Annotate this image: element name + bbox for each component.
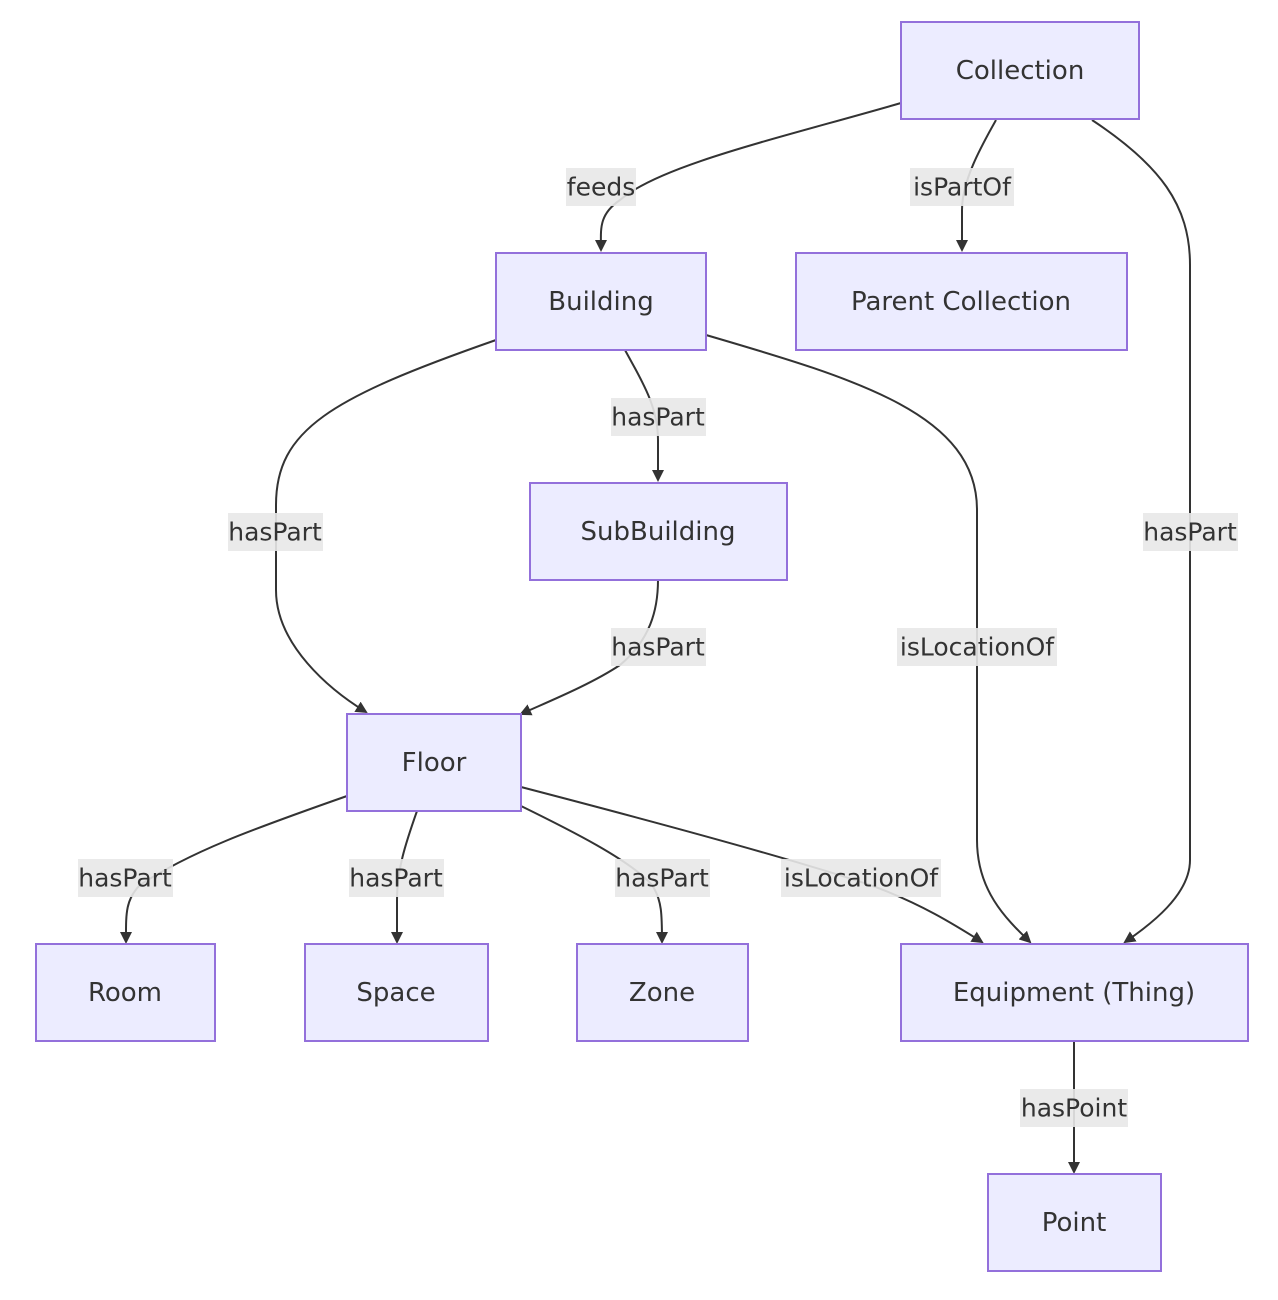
- svg-text:hasPoint: hasPoint: [1021, 1094, 1127, 1123]
- node-space[interactable]: Space: [304, 943, 489, 1042]
- node-room[interactable]: Room: [35, 943, 216, 1042]
- edge-label-building-islocationof: isLocationOf: [897, 628, 1057, 666]
- edge-collection-parent-collection: [956, 119, 997, 252]
- edge-label-collection-haspart: hasPart: [1143, 513, 1238, 551]
- node-collection[interactable]: Collection: [900, 21, 1140, 120]
- edge-collection-equipment: [1091, 119, 1191, 944]
- svg-text:Parent Collection: Parent Collection: [851, 287, 1071, 317]
- edge-labels: feeds isPartOf hasPart hasPart hasPart i…: [78, 168, 1238, 1127]
- edge-label-floor-zone-haspart: hasPart: [615, 859, 710, 897]
- svg-text:SubBuilding: SubBuilding: [581, 517, 736, 547]
- node-building[interactable]: Building: [495, 252, 707, 351]
- node-point[interactable]: Point: [987, 1173, 1162, 1272]
- svg-text:isLocationOf: isLocationOf: [784, 864, 939, 893]
- svg-text:Collection: Collection: [956, 56, 1085, 86]
- edge-label-subbuilding-floor-haspart: hasPart: [611, 628, 706, 666]
- svg-text:hasPart: hasPart: [611, 633, 705, 662]
- node-floor[interactable]: Floor: [346, 713, 522, 812]
- svg-text:isLocationOf: isLocationOf: [900, 633, 1055, 662]
- svg-text:hasPart: hasPart: [615, 864, 709, 893]
- svg-text:Equipment (Thing): Equipment (Thing): [953, 978, 1195, 1008]
- edge-label-haspoint: hasPoint: [1020, 1089, 1128, 1127]
- node-zone[interactable]: Zone: [576, 943, 749, 1042]
- svg-text:hasPart: hasPart: [349, 864, 443, 893]
- nodes: Collection Building Parent Collection Su…: [35, 21, 1249, 1272]
- svg-text:Room: Room: [88, 978, 162, 1008]
- node-subbuilding[interactable]: SubBuilding: [529, 482, 788, 581]
- svg-text:Space: Space: [356, 978, 435, 1008]
- svg-text:Zone: Zone: [629, 978, 695, 1008]
- svg-text:hasPart: hasPart: [228, 518, 322, 547]
- edge-building-floor: [275, 339, 497, 714]
- edge-label-floor-space-haspart: hasPart: [349, 859, 444, 897]
- node-equipment[interactable]: Equipment (Thing): [900, 943, 1249, 1042]
- svg-text:Building: Building: [548, 287, 653, 317]
- svg-text:hasPart: hasPart: [611, 403, 705, 432]
- svg-text:isPartOf: isPartOf: [913, 173, 1012, 202]
- edge-label-building-subbuilding-haspart: hasPart: [611, 398, 706, 436]
- node-parent-collection[interactable]: Parent Collection: [795, 252, 1128, 351]
- edge-label-floor-room-haspart: hasPart: [78, 859, 173, 897]
- edge-building-subbuilding: [624, 349, 664, 482]
- edge-collection-building: [594, 102, 902, 252]
- svg-text:hasPart: hasPart: [78, 864, 172, 893]
- svg-text:feeds: feeds: [567, 173, 635, 202]
- edge-label-ispartof: isPartOf: [910, 168, 1014, 206]
- edge-label-building-floor-haspart: hasPart: [228, 513, 323, 551]
- edge-building-equipment: [705, 334, 1032, 944]
- svg-text:Point: Point: [1042, 1208, 1107, 1238]
- svg-text:Floor: Floor: [402, 748, 467, 778]
- edge-label-floor-islocationof: isLocationOf: [781, 859, 941, 897]
- edge-label-feeds: feeds: [566, 168, 636, 206]
- svg-text:hasPart: hasPart: [1143, 518, 1237, 547]
- edges: [119, 102, 1191, 1174]
